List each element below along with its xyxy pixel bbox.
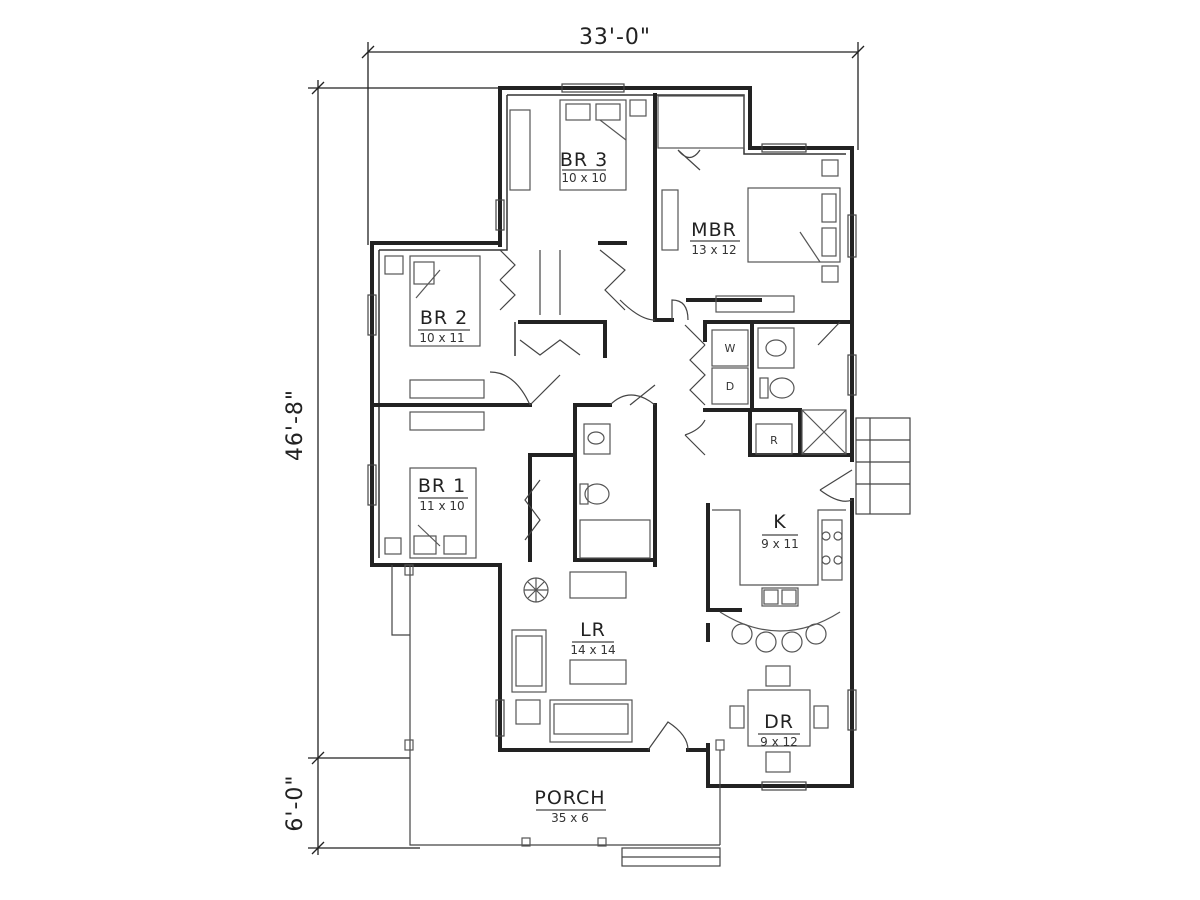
room-name-br2: BR 2 [420,307,468,329]
width-dimension: 33'-0" [579,25,651,50]
room-size-br3: 10 x 10 [561,171,606,185]
dryer-label: D [726,380,734,393]
room-name-br1: BR 1 [418,475,466,497]
appliance-labels: W D R [725,342,779,447]
room-size-kitchen: 9 x 11 [761,537,799,551]
room-size-lr: 14 x 14 [570,643,615,657]
dimension-lines [308,42,865,855]
room-size-br2: 10 x 11 [419,331,464,345]
room-name-lr: LR [580,619,606,641]
room-size-br1: 11 x 10 [419,499,464,513]
room-size-mbr: 13 x 12 [691,243,736,257]
plant-icon [523,577,549,603]
room-labels: BR 3 10 x 10 MBR 13 x 12 BR 2 10 x 11 BR… [418,149,800,825]
closets [499,95,745,541]
furniture [384,99,847,773]
room-name-dr: DR [764,711,794,733]
exterior-walls [370,86,854,788]
doors [489,149,853,751]
depth-dimension: 46'-8" [283,389,308,461]
porch [391,417,911,867]
room-size-dr: 9 x 12 [760,735,798,749]
room-name-porch: PORCH [534,787,605,809]
room-name-kitchen: K [773,511,786,533]
refrigerator-label: R [770,434,778,447]
porch-depth-dimension: 6'-0" [283,774,308,831]
windows [367,83,857,791]
room-name-mbr: MBR [691,219,737,241]
room-size-porch: 35 x 6 [551,811,589,825]
interior-walls [370,93,854,642]
washer-label: W [725,342,736,355]
room-name-br3: BR 3 [560,149,608,171]
